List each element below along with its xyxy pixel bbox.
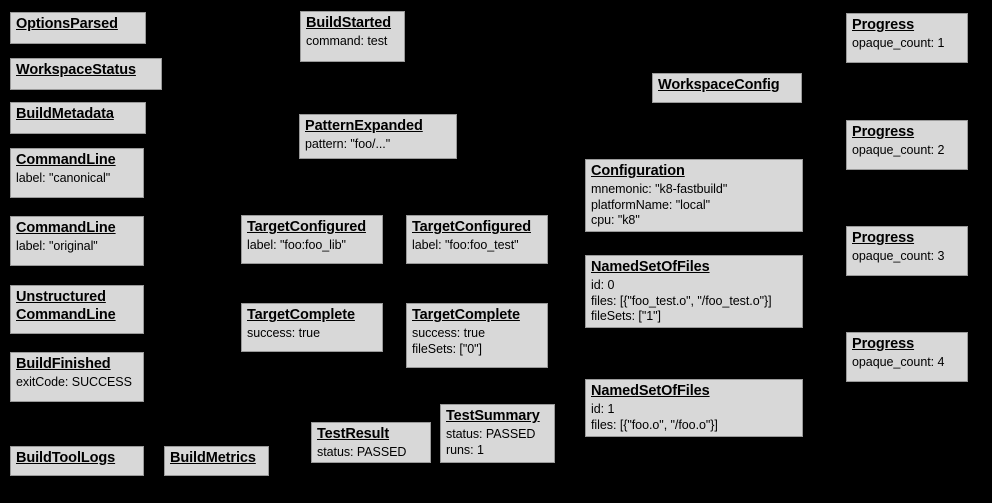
node-title: CommandLine <box>16 220 116 236</box>
node-target-configured-foo-lib[interactable]: TargetConfigured label: "foo:foo_lib" <box>241 215 383 264</box>
node-fields: opaque_count: 4 <box>852 354 945 369</box>
node-title: Progress <box>852 17 915 33</box>
node-title: CommandLine <box>16 152 116 168</box>
node-title: Unstructured CommandLine <box>16 289 116 323</box>
node-title: Progress <box>852 336 915 352</box>
node-title: TestResult <box>317 426 390 442</box>
node-named-set-of-files-1[interactable]: NamedSetOfFiles id: 1 files: [{"foo.o", "… <box>585 379 803 437</box>
node-title: Progress <box>852 124 915 140</box>
node-fields: id: 0 files: [{"foo_test.o", "/foo_test.… <box>591 277 772 324</box>
node-title: Configuration <box>591 163 685 179</box>
node-target-complete-foo-test[interactable]: TargetComplete success: true fileSets: ["… <box>406 303 548 368</box>
node-fields: pattern: "foo/..." <box>305 136 391 151</box>
node-title: BuildMetrics <box>170 450 256 466</box>
node-progress-1[interactable]: Progress opaque_count: 1 <box>846 13 968 63</box>
node-fields: success: true <box>247 325 320 340</box>
node-fields: label: "foo:foo_lib" <box>247 237 346 252</box>
node-title: TargetComplete <box>412 307 520 323</box>
node-fields: command: test <box>306 33 388 48</box>
node-workspace-status[interactable]: WorkspaceStatus <box>10 58 162 90</box>
node-build-finished[interactable]: BuildFinished exitCode: SUCCESS <box>10 352 144 402</box>
node-configuration[interactable]: Configuration mnemonic: "k8-fastbuild" pl… <box>585 159 803 232</box>
node-title: BuildStarted <box>306 15 392 31</box>
node-target-complete-foo-lib[interactable]: TargetComplete success: true <box>241 303 383 352</box>
node-title: NamedSetOfFiles <box>591 383 710 399</box>
node-fields: status: PASSED runs: 1 <box>446 426 536 457</box>
node-title: Progress <box>852 230 915 246</box>
node-fields: label: "original" <box>16 238 98 253</box>
node-progress-2[interactable]: Progress opaque_count: 2 <box>846 120 968 170</box>
node-fields: opaque_count: 1 <box>852 35 945 50</box>
node-title: BuildMetadata <box>16 106 114 122</box>
node-title: PatternExpanded <box>305 118 423 134</box>
node-fields: label: "foo:foo_test" <box>412 237 519 252</box>
node-fields: success: true fileSets: ["0"] <box>412 325 485 356</box>
node-fields: id: 1 files: [{"foo.o", "/foo.o"}] <box>591 401 718 432</box>
node-title: OptionsParsed <box>16 16 118 32</box>
node-named-set-of-files-0[interactable]: NamedSetOfFiles id: 0 files: [{"foo_test.… <box>585 255 803 328</box>
node-test-summary[interactable]: TestSummary status: PASSED runs: 1 <box>440 404 555 463</box>
node-fields: exitCode: SUCCESS <box>16 374 132 389</box>
node-title: BuildToolLogs <box>16 450 116 466</box>
node-unstructured-command-line[interactable]: Unstructured CommandLine <box>10 285 144 334</box>
node-title: TargetConfigured <box>247 219 366 235</box>
node-title: TestSummary <box>446 408 540 424</box>
node-test-result[interactable]: TestResult status: PASSED <box>311 422 431 463</box>
node-fields: label: "canonical" <box>16 170 111 185</box>
node-build-tool-logs[interactable]: BuildToolLogs <box>10 446 144 476</box>
node-options-parsed[interactable]: OptionsParsed <box>10 12 146 44</box>
node-build-metadata[interactable]: BuildMetadata <box>10 102 146 134</box>
node-command-line-original[interactable]: CommandLine label: "original" <box>10 216 144 266</box>
node-title: NamedSetOfFiles <box>591 259 710 275</box>
node-command-line-canonical[interactable]: CommandLine label: "canonical" <box>10 148 144 198</box>
node-title: BuildFinished <box>16 356 111 372</box>
node-fields: opaque_count: 2 <box>852 142 945 157</box>
node-title: TargetConfigured <box>412 219 531 235</box>
node-fields: status: PASSED <box>317 444 407 459</box>
node-pattern-expanded[interactable]: PatternExpanded pattern: "foo/..." <box>299 114 457 159</box>
node-fields: opaque_count: 3 <box>852 248 945 263</box>
node-progress-3[interactable]: Progress opaque_count: 3 <box>846 226 968 276</box>
node-title: TargetComplete <box>247 307 355 323</box>
node-workspace-config[interactable]: WorkspaceConfig <box>652 73 802 103</box>
node-progress-4[interactable]: Progress opaque_count: 4 <box>846 332 968 382</box>
node-target-configured-foo-test[interactable]: TargetConfigured label: "foo:foo_test" <box>406 215 548 264</box>
node-build-metrics[interactable]: BuildMetrics <box>164 446 269 476</box>
node-build-started[interactable]: BuildStarted command: test <box>300 11 405 62</box>
node-title: WorkspaceStatus <box>16 62 136 78</box>
node-title: WorkspaceConfig <box>658 77 780 93</box>
node-fields: mnemonic: "k8-fastbuild" platformName: "… <box>591 181 728 228</box>
